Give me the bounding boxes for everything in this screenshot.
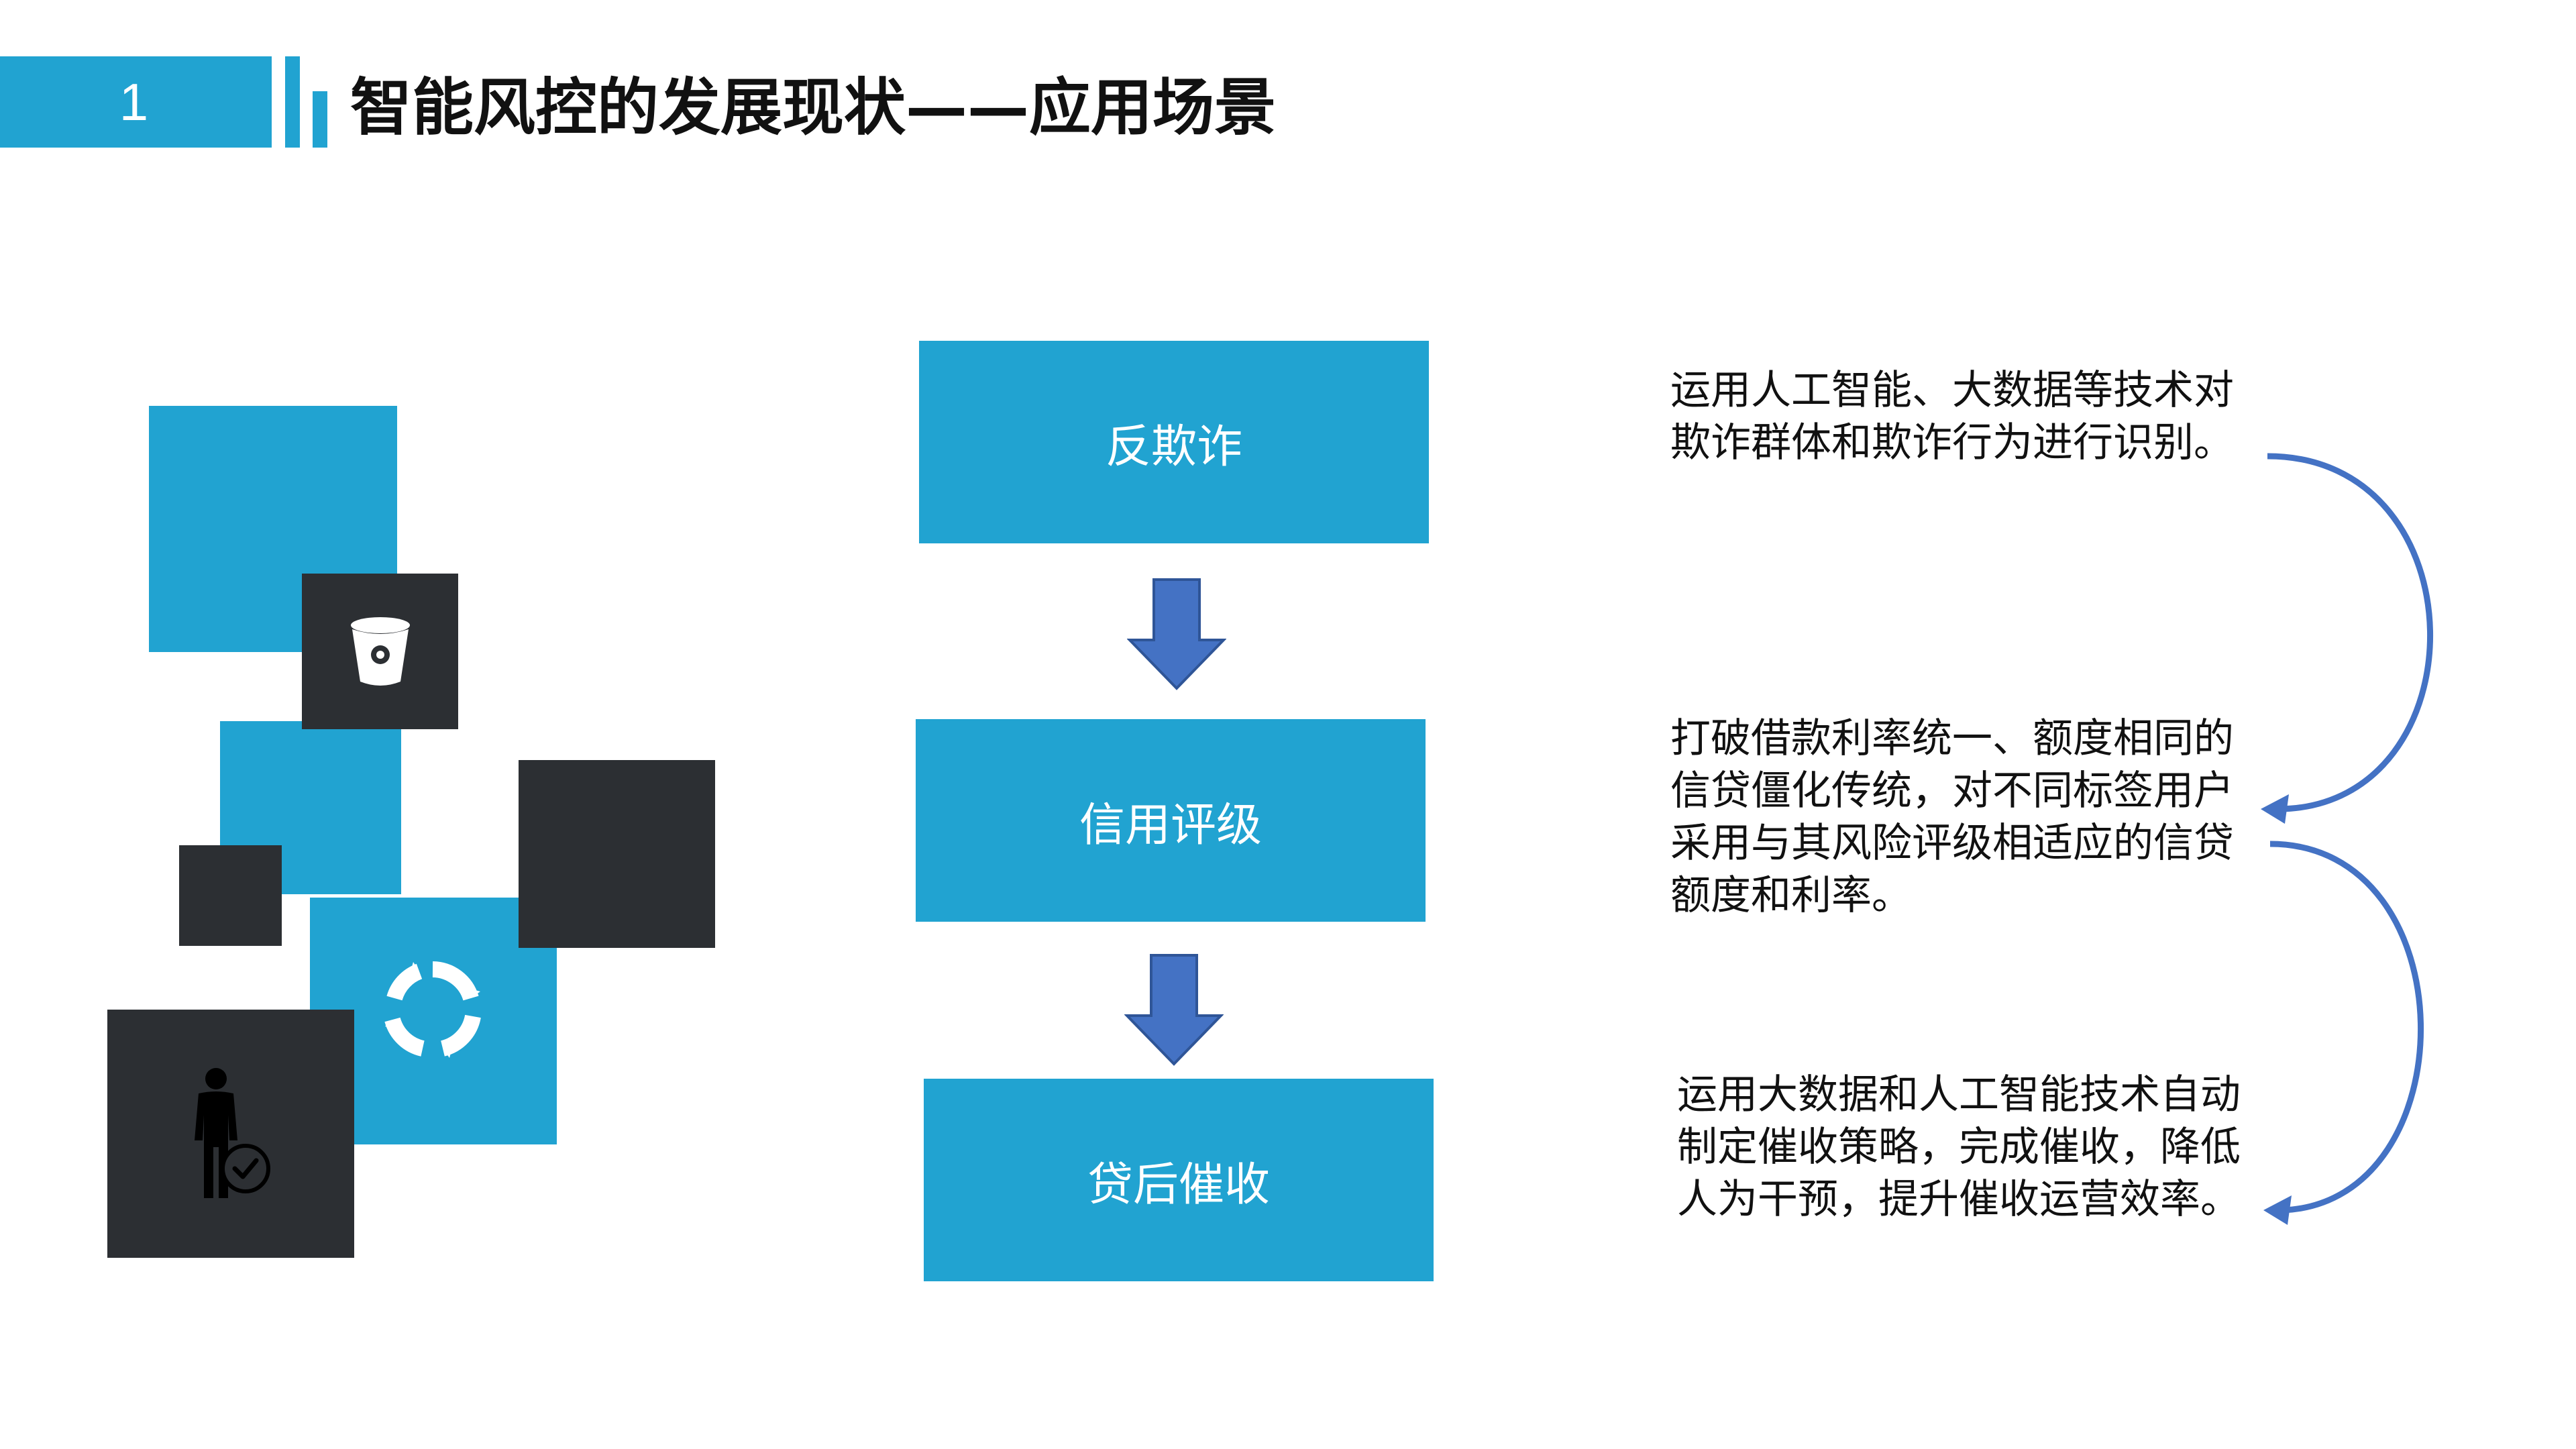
bucket-icon-box bbox=[302, 574, 458, 729]
refresh-ring-icon bbox=[384, 961, 481, 1058]
flow-step-label: 信用评级 bbox=[1079, 798, 1262, 852]
flow-step-anti-fraud: 反欺诈 bbox=[919, 341, 1429, 543]
description-collection: 运用大数据和人工智能技术自动制定催收策略，完成催收，降低人为干预，提升催收运营效… bbox=[1677, 1071, 2241, 1223]
down-arrow-icon bbox=[1127, 578, 1226, 690]
person-check-icon bbox=[195, 1068, 270, 1198]
collage-square-dark-small bbox=[179, 845, 282, 946]
down-arrow-icon bbox=[1124, 954, 1224, 1066]
header-accent-bar-short bbox=[313, 91, 327, 148]
flow-step-credit-rating: 信用评级 bbox=[916, 719, 1426, 922]
collage-square-dark-large bbox=[519, 760, 715, 948]
person-check-icon-box bbox=[107, 1010, 354, 1258]
curved-arrow-icon bbox=[2263, 841, 2424, 1225]
page-title: 智能风控的发展现状——应用场景 bbox=[350, 72, 1277, 144]
header-accent-bar bbox=[285, 56, 300, 148]
refresh-ring-icon-box bbox=[376, 953, 490, 1067]
description-credit-rating: 打破借款利率统一、额度相同的信贷僵化传统，对不同标签用户采用与其风险评级相适应的… bbox=[1670, 715, 2234, 919]
curved-arrow-icon bbox=[2261, 453, 2433, 824]
flow-step-label: 贷后催收 bbox=[1087, 1158, 1270, 1212]
flow-step-post-loan-collection: 贷后催收 bbox=[924, 1079, 1434, 1281]
flow-step-label: 反欺诈 bbox=[1105, 420, 1242, 474]
description-anti-fraud: 运用人工智能、大数据等技术对欺诈群体和欺诈行为进行识别。 bbox=[1670, 367, 2234, 466]
section-number: 1 bbox=[119, 72, 149, 131]
bucket-icon bbox=[350, 617, 410, 686]
section-number-bar: 1 bbox=[0, 56, 272, 148]
